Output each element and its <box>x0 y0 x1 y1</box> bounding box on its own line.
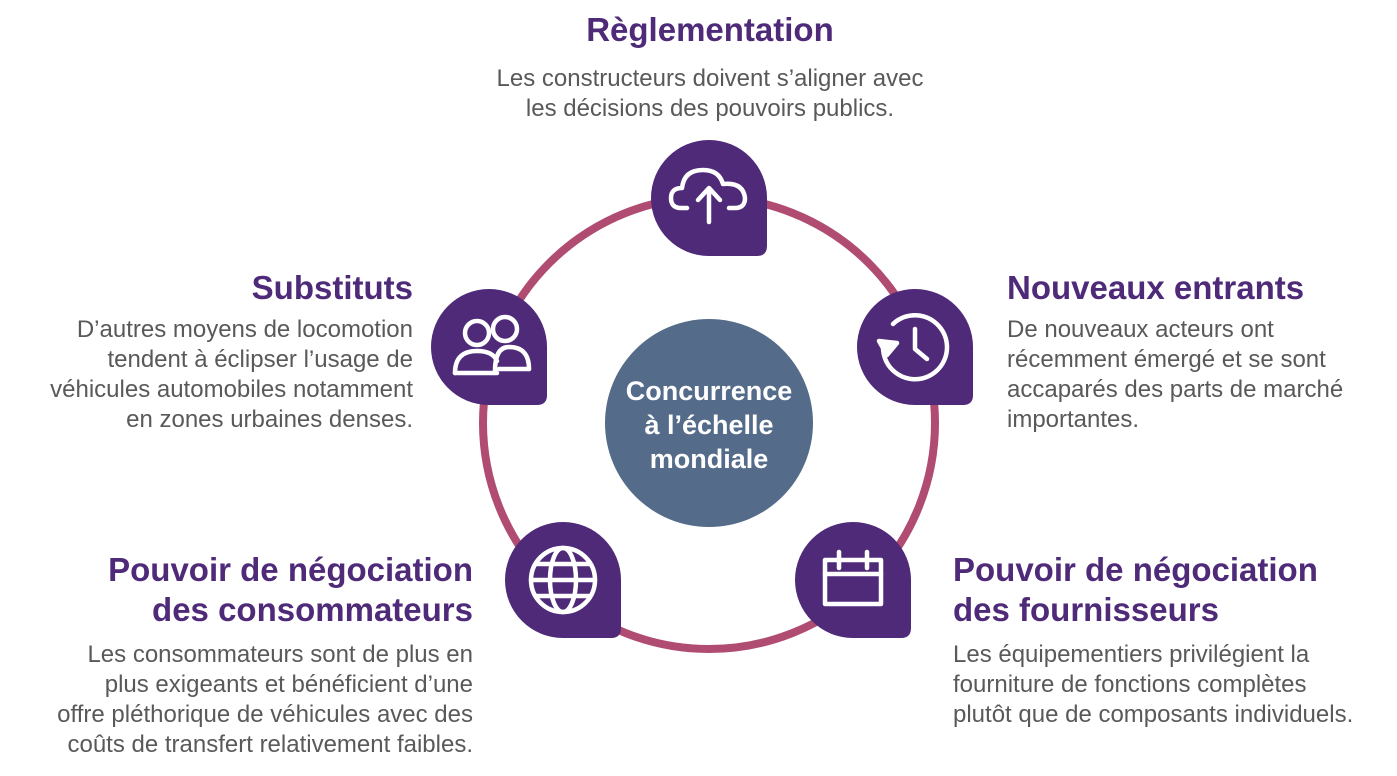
title-line: des consommateurs <box>152 591 473 628</box>
force-fournisseurs: Pouvoir de négociation des fournisseurs … <box>953 550 1383 730</box>
description-line: importantes. <box>1007 406 1140 433</box>
center-label-line-3: mondiale <box>650 444 769 474</box>
description-line: les décisions des pouvoirs publics. <box>525 95 895 122</box>
description-line: D’autres moyens de locomotion <box>76 316 413 343</box>
force-title: Pouvoir de négociation des consommateurs <box>0 550 473 630</box>
description-line: accaparés des parts de marché <box>1007 376 1344 403</box>
description-line: plutôt que de composants individuels. <box>953 701 1354 728</box>
node-consommateurs <box>505 522 621 638</box>
description-line: De nouveaux acteurs ont <box>1007 316 1274 343</box>
node-reglementation <box>651 140 767 256</box>
calendar-icon <box>822 549 884 607</box>
force-reglementation: Règlementation Les constructeurs doivent… <box>400 10 1020 124</box>
description-line: Les constructeurs doivent s’aligner avec <box>496 65 924 92</box>
description-line: en zones urbaines denses. <box>126 406 413 433</box>
description-line: fourniture de fonctions complètes <box>953 671 1307 698</box>
force-description: Les consommateurs sont de plus en plus e… <box>0 640 473 760</box>
force-description: De nouveaux acteurs ont récemment émergé… <box>1007 315 1387 435</box>
title-line: des fournisseurs <box>953 591 1219 628</box>
node-nouveaux-entrants <box>857 289 973 405</box>
description-line: coûts de transfert relativement faibles. <box>67 731 473 758</box>
node-fournisseurs <box>795 522 911 638</box>
cloud-upload-icon <box>668 167 748 225</box>
force-consommateurs: Pouvoir de négociation des consommateurs… <box>0 550 473 760</box>
force-substituts: Substituts D’autres moyens de locomotion… <box>0 268 413 435</box>
description-line: Les consommateurs sont de plus en <box>87 641 473 668</box>
center-label-line-1: Concurrence <box>626 376 793 406</box>
title-line: Pouvoir de négociation <box>953 551 1318 588</box>
description-line: offre pléthorique de véhicules avec des <box>57 701 473 728</box>
force-description: Les constructeurs doivent s’aligner avec… <box>400 64 1020 124</box>
node-substituts <box>431 289 547 405</box>
center-label-line-2: à l’échelle <box>644 410 773 440</box>
force-title: Substituts <box>251 269 413 306</box>
force-title: Pouvoir de négociation des fournisseurs <box>953 550 1383 630</box>
description-line: tendent à éclipser l’usage de <box>107 346 413 373</box>
force-description: Les équipementiers privilégient la fourn… <box>953 640 1383 730</box>
description-line: plus exigeants et bénéficient d’une <box>104 671 473 698</box>
description-line: récemment émergé et se sont <box>1007 346 1326 373</box>
description-line: Les équipementiers privilégient la <box>953 641 1310 668</box>
users-icon <box>452 314 532 376</box>
globe-icon <box>528 545 598 615</box>
history-clock-icon <box>876 313 950 382</box>
title-line: Pouvoir de négociation <box>108 551 473 588</box>
center-node: Concurrence à l’échelle mondiale <box>605 319 813 527</box>
force-title: Nouveaux entrants <box>1007 269 1305 306</box>
description-line: véhicules automobiles notamment <box>50 376 413 403</box>
force-title: Règlementation <box>586 11 834 48</box>
force-description: D’autres moyens de locomotion tendent à … <box>0 315 413 435</box>
force-nouveaux-entrants: Nouveaux entrants De nouveaux acteurs on… <box>1007 268 1387 435</box>
